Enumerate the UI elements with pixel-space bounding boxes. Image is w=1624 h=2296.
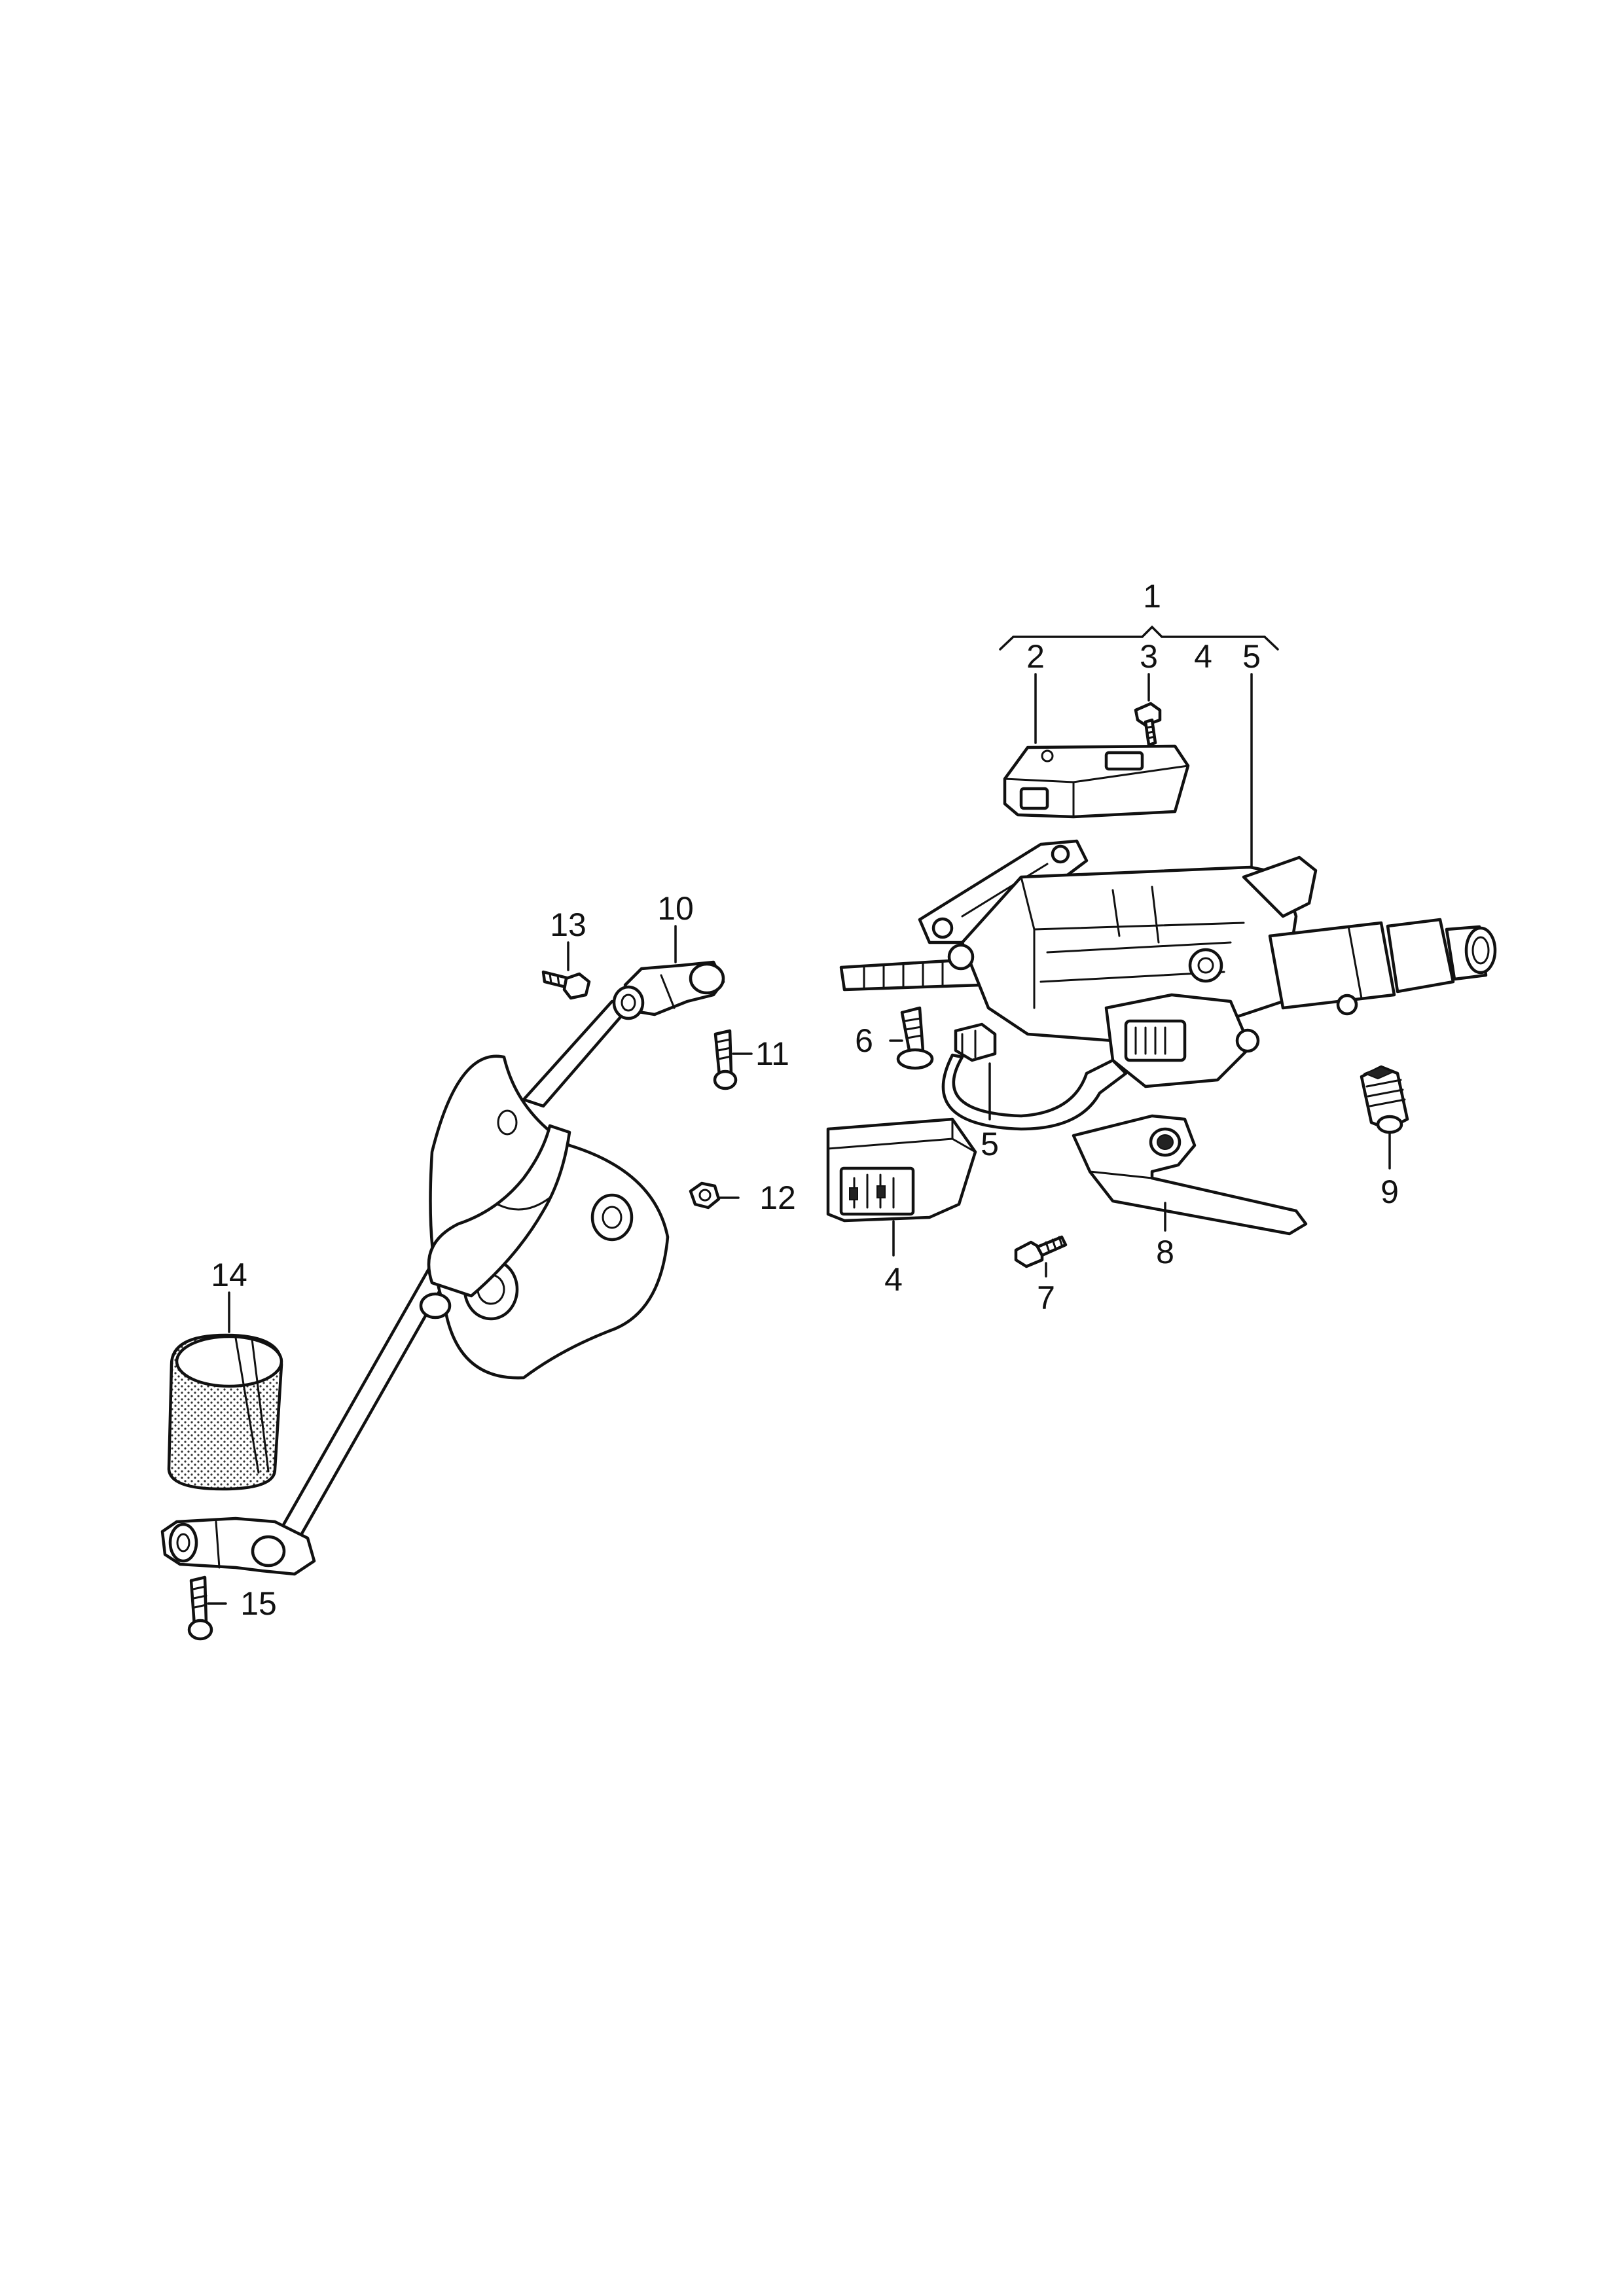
bolt-11 bbox=[713, 1029, 738, 1090]
bolt-15 bbox=[187, 1575, 213, 1641]
callout-13: 13 bbox=[550, 906, 586, 943]
leader-lines bbox=[207, 673, 1391, 1605]
screw-3 bbox=[1134, 702, 1162, 747]
control-unit bbox=[1003, 744, 1190, 819]
bolt-6 bbox=[896, 1006, 934, 1070]
callout-5: 5 bbox=[981, 1126, 999, 1162]
callout-5-top: 5 bbox=[1242, 638, 1261, 675]
callout-labels: 1 2 3 4 5 5 4 6 7 8 9 10 11 12 13 14 15 bbox=[211, 578, 1399, 1622]
connector-sleeve bbox=[1360, 1065, 1409, 1134]
wiring-harness bbox=[941, 1022, 1128, 1131]
callout-9: 9 bbox=[1380, 1174, 1399, 1210]
intermediate-shaft-assembly bbox=[280, 999, 670, 1537]
callout-12: 12 bbox=[759, 1179, 796, 1216]
group-bracket bbox=[999, 625, 1279, 651]
callout-1: 1 bbox=[1143, 578, 1161, 615]
lower-universal-joint bbox=[160, 1516, 316, 1576]
screw-7 bbox=[1014, 1235, 1068, 1268]
nut-12 bbox=[689, 1181, 721, 1210]
switch-module bbox=[826, 1117, 977, 1223]
callout-15: 15 bbox=[240, 1585, 277, 1622]
callout-3: 3 bbox=[1140, 638, 1158, 675]
callout-11: 11 bbox=[755, 1035, 789, 1072]
callout-4-top: 4 bbox=[1194, 638, 1212, 675]
callout-7: 7 bbox=[1037, 1280, 1055, 1316]
callout-4: 4 bbox=[884, 1261, 903, 1298]
bolt-13 bbox=[541, 970, 591, 1000]
intermediate-sleeve bbox=[167, 1333, 283, 1491]
callout-8: 8 bbox=[1156, 1234, 1174, 1270]
upper-universal-joint bbox=[612, 960, 725, 1020]
adjustment-lever bbox=[1072, 1114, 1308, 1236]
callout-6: 6 bbox=[855, 1022, 873, 1059]
callout-10: 10 bbox=[657, 890, 694, 927]
steering-column-assembly bbox=[839, 839, 1497, 1088]
callout-2: 2 bbox=[1026, 638, 1045, 675]
callout-14: 14 bbox=[211, 1257, 247, 1293]
